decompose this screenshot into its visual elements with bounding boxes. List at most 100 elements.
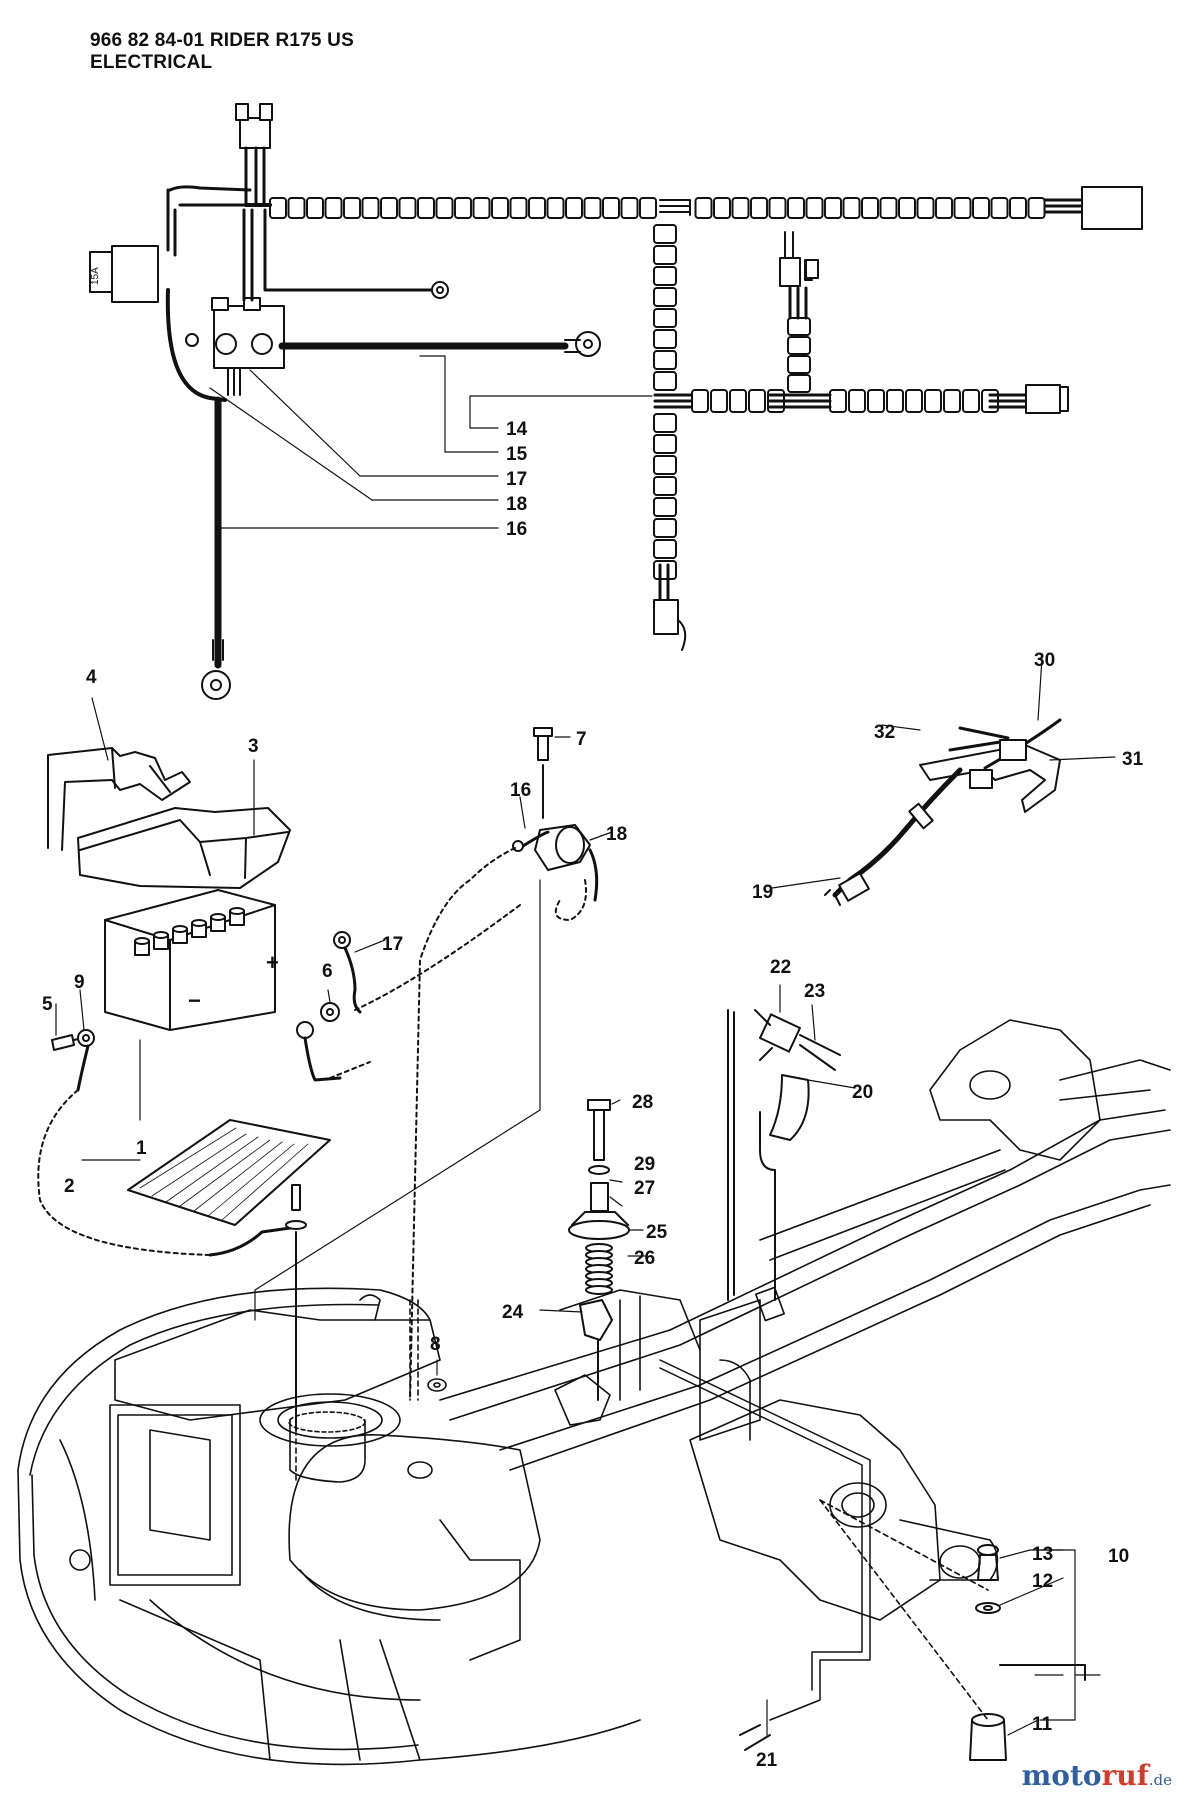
battery-cap-top (210, 913, 226, 921)
harness-bead (324, 197, 343, 219)
harness-bead (787, 336, 811, 355)
harness-bead (972, 197, 990, 219)
harness-bead (653, 245, 677, 265)
harness-bead (653, 266, 677, 286)
harness-bead (805, 197, 824, 219)
wiring-harness: 15A (89, 103, 1143, 700)
harness-bead (602, 197, 620, 219)
harness-bead (691, 389, 709, 413)
callout-27: 27 (634, 1178, 655, 1199)
harness-bead (916, 197, 935, 219)
callout-23: 23 (804, 981, 825, 1002)
svg-text:15A: 15A (90, 267, 101, 285)
harness-bead (565, 197, 583, 219)
harness-bead (905, 389, 923, 413)
callout-22: 22 (770, 957, 791, 978)
harness-bead (287, 197, 306, 219)
callout-21: 21 (756, 1750, 778, 1771)
harness-bead (935, 197, 953, 219)
harness-bead (787, 374, 811, 393)
callout-1: 1 (136, 1138, 147, 1159)
callout-4: 4 (86, 667, 97, 688)
callout-18-harness: 18 (506, 494, 527, 515)
diagram-subtitle: ELECTRICAL (90, 52, 213, 73)
callout-17-harness: 17 (506, 469, 527, 490)
battery-assembly: + − (37, 747, 521, 1431)
harness-bead (398, 197, 417, 219)
harness-bead (472, 197, 491, 219)
harness-bead (787, 197, 805, 219)
battery-cap-top (153, 931, 169, 939)
harness-bead (620, 197, 639, 219)
callout-15: 15 (506, 444, 528, 465)
harness-bead (269, 197, 287, 219)
callout-5: 5 (42, 994, 53, 1015)
harness-bead (990, 197, 1009, 219)
harness-bead (748, 389, 766, 413)
callout-7: 7 (576, 729, 587, 750)
harness-bead (710, 389, 728, 413)
callout-20: 20 (852, 1082, 873, 1103)
harness-bead (306, 197, 324, 219)
harness-bead (653, 539, 677, 559)
harness-bead (729, 389, 747, 413)
callout-2: 2 (64, 1176, 75, 1197)
callout-26: 26 (634, 1248, 655, 1269)
callout-16-cable: 16 (510, 780, 531, 801)
harness-bead (583, 197, 602, 219)
harness-bead (435, 197, 454, 219)
seat-switch (824, 718, 1062, 906)
fuse-holder-parts (969, 1544, 1086, 1761)
battery-cap-top (134, 937, 150, 945)
harness-bead (639, 197, 657, 219)
harness-bead (653, 308, 677, 328)
harness-bead (491, 197, 509, 219)
harness-bead (343, 197, 361, 219)
callout-30: 30 (1034, 650, 1055, 671)
harness-bead (787, 317, 811, 336)
callout-12: 12 (1032, 1571, 1053, 1592)
brake-switch (727, 1009, 841, 1301)
callout-29: 29 (634, 1154, 655, 1175)
wire-harness-lower (659, 1359, 871, 1751)
harness-bead (380, 197, 398, 219)
part-leaders (55, 657, 1116, 1736)
harness-bead (842, 197, 861, 219)
watermark-logo: motoruf.de (1021, 1759, 1172, 1792)
harness-bead (824, 197, 842, 219)
harness-bead (861, 197, 879, 219)
harness-bead (787, 355, 811, 374)
harness-bead (653, 287, 677, 307)
callout-9: 9 (74, 972, 85, 993)
harness-bead (653, 518, 677, 538)
harness-bead (1009, 197, 1027, 219)
callout-11: 11 (1032, 1714, 1053, 1735)
harness-bead (653, 497, 677, 517)
harness-bead (1027, 197, 1046, 219)
diagram-title: 966 82 84-01 RIDER R175 US (90, 30, 354, 51)
harness-bead (713, 197, 731, 219)
harness-bead (867, 389, 885, 413)
harness-bead (528, 197, 546, 219)
callout-labels: 1 2 3 4 5 6 7 8 9 10 11 12 13 14 15 16 1… (42, 419, 1144, 1771)
battery-cap-top (172, 925, 188, 933)
harness-bead (653, 476, 677, 496)
callout-10: 10 (1108, 1546, 1129, 1567)
svg-text:+: + (266, 950, 279, 975)
harness-bead (546, 197, 565, 219)
harness-bead (361, 197, 380, 219)
battery-cap-top (191, 919, 207, 927)
spring-coil (585, 1285, 613, 1295)
callout-19: 19 (752, 882, 773, 903)
harness-bead (653, 371, 677, 391)
harness-bead (653, 455, 677, 475)
harness-leaders (209, 355, 653, 529)
harness-bead (653, 434, 677, 454)
harness-bead (653, 350, 677, 370)
harness-bead (829, 389, 847, 413)
callout-13: 13 (1032, 1544, 1053, 1565)
callout-25: 25 (646, 1222, 668, 1243)
tractor-frame (17, 1019, 1171, 1766)
callout-17-cable: 17 (382, 934, 403, 955)
